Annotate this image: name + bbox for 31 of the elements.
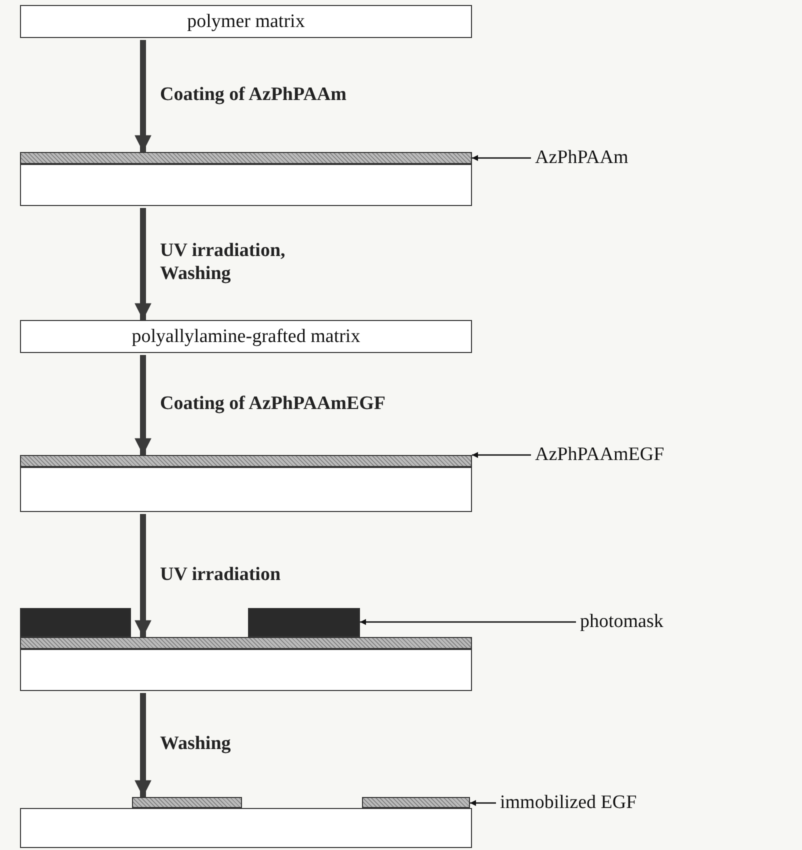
step-label: Coating of AzPhPAAm <box>160 84 346 107</box>
step-label: Coating of AzPhPAAmEGF <box>160 393 386 416</box>
process-arrow <box>134 208 152 320</box>
coating-layer <box>20 637 472 649</box>
substrate-box <box>20 467 472 512</box>
coating-layer <box>20 152 472 164</box>
step-label: UV irradiation, Washing <box>160 240 286 286</box>
process-arrow <box>134 355 152 455</box>
leader-line <box>472 155 531 161</box>
leader-line <box>360 619 576 625</box>
substrate-box <box>20 808 472 848</box>
process-arrow <box>134 514 152 637</box>
process-box: polyallylamine-grafted matrix <box>20 320 472 353</box>
coating-layer <box>20 455 472 467</box>
coating-layer <box>362 797 470 808</box>
step-label: UV irradiation <box>160 564 281 586</box>
process-arrow <box>134 693 152 797</box>
leader-line <box>470 800 496 806</box>
layer-label: AzPhPAAmEGF <box>535 442 695 468</box>
layer-label: photomask <box>580 609 690 635</box>
photomask-bar <box>20 608 131 637</box>
substrate-box <box>20 649 472 691</box>
layer-label: AzPhPAAm <box>535 145 665 171</box>
step-label: Washing <box>160 733 231 756</box>
process-box: polymer matrix <box>20 5 472 38</box>
coating-layer <box>132 797 242 808</box>
photomask-bar <box>248 608 360 637</box>
substrate-box <box>20 164 472 206</box>
process-arrow <box>134 40 152 152</box>
leader-line <box>472 452 531 458</box>
layer-label: immobilized EGF <box>500 790 680 816</box>
